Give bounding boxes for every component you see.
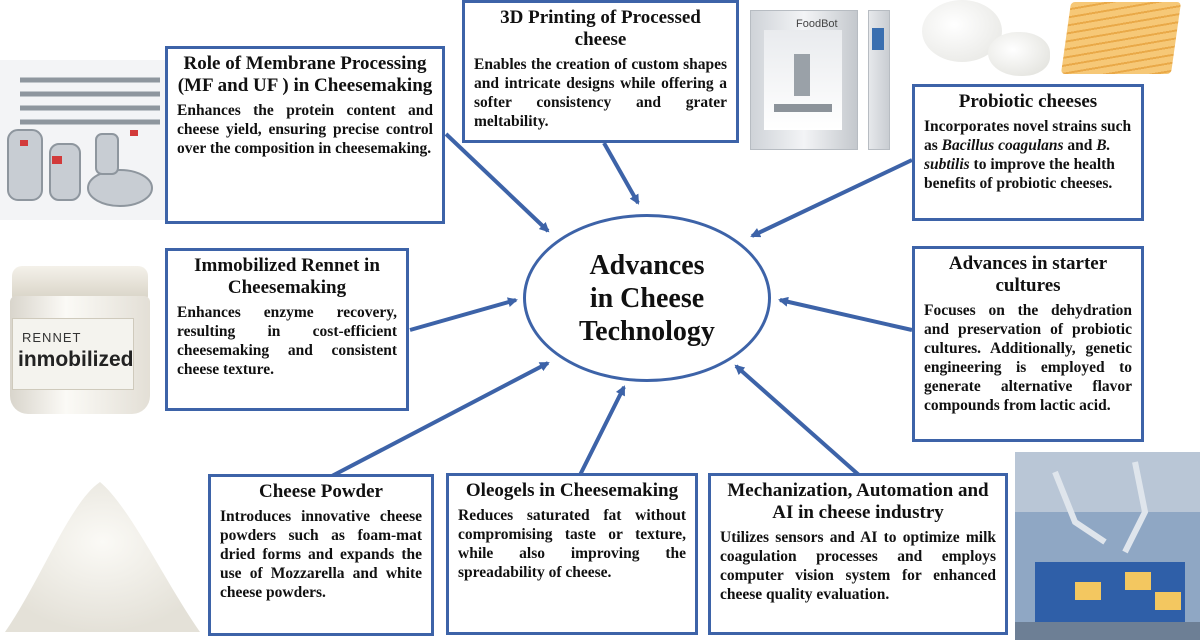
arrow-oleogels bbox=[578, 385, 626, 476]
central-topic-ellipse: Advances in Cheese Technology bbox=[523, 214, 771, 382]
arrow-printing bbox=[602, 142, 640, 205]
automation-line-image bbox=[1015, 452, 1200, 640]
box-rennet-body: Enhances enzyme recovery, resulting in c… bbox=[177, 304, 397, 378]
box-oleogels: Oleogels in Cheesemaking Reduces saturat… bbox=[446, 473, 698, 635]
hub-line-1: Advances bbox=[589, 249, 705, 281]
box-3d-printing: 3D Printing of Processed cheese Enables … bbox=[462, 0, 739, 143]
arrow-starter bbox=[778, 296, 913, 332]
box-automation-body: Utilizes sensors and AI to optimize milk… bbox=[720, 529, 996, 603]
box-membrane-body: Enhances the protein content and cheese … bbox=[177, 102, 433, 157]
jar-label-main: inmobilized bbox=[18, 348, 134, 371]
box-automation-title: Mechanization, Automation and AI in chee… bbox=[727, 480, 989, 523]
box-membrane-title: Role of Membrane Processing (MF and UF )… bbox=[177, 53, 433, 96]
arrow-automation bbox=[734, 364, 862, 478]
arrow-probiotic bbox=[750, 158, 913, 238]
box-automation-ai: Mechanization, Automation and AI in chee… bbox=[708, 473, 1008, 635]
box-rennet-title: Immobilized Rennet in Cheesemaking bbox=[194, 255, 380, 298]
box-immobilized-rennet: Immobilized Rennet in Cheesemaking Enhan… bbox=[165, 248, 409, 411]
probiotic-species-1: Bacillus coagulans bbox=[941, 137, 1064, 154]
box-oleogels-body: Reduces saturated fat without compromisi… bbox=[458, 507, 686, 581]
arrow-rennet bbox=[409, 297, 518, 332]
membrane-plant-image bbox=[0, 60, 165, 220]
box-printing-title: 3D Printing of Processed cheese bbox=[500, 7, 701, 50]
arrow-powder bbox=[329, 361, 550, 479]
cheese-powder-image bbox=[0, 462, 205, 637]
box-probiotic-body: Incorporates novel strains such as Bacil… bbox=[924, 117, 1132, 193]
probiotic-body-post: to improve the health benefits of probio… bbox=[924, 156, 1115, 192]
box-starter-title: Advances in starter cultures bbox=[948, 253, 1108, 296]
hub-line-3: Technology bbox=[579, 315, 715, 347]
printer-brand-label: FoodBot bbox=[796, 18, 838, 30]
box-cheese-powder: Cheese Powder Introduces innovative chee… bbox=[208, 474, 434, 636]
box-oleogels-title: Oleogels in Cheesemaking bbox=[465, 480, 679, 501]
box-starter-cultures: Advances in starter cultures Focuses on … bbox=[912, 246, 1144, 442]
jar-label-top: RENNET bbox=[22, 330, 82, 345]
box-starter-body: Focuses on the dehydration and preservat… bbox=[924, 302, 1132, 414]
arrow-membrane bbox=[444, 132, 550, 233]
box-powder-body: Introduces innovative cheese powders suc… bbox=[220, 508, 422, 601]
box-powder-title: Cheese Powder bbox=[259, 481, 383, 502]
3d-printer-image: FoodBot bbox=[738, 4, 898, 154]
box-membrane-processing: Role of Membrane Processing (MF and UF )… bbox=[165, 46, 445, 224]
probiotic-body-pre: Incorporates novel strains such as bbox=[924, 118, 1132, 154]
hub-line-2: in Cheese bbox=[589, 282, 705, 314]
probiotic-species-2: B. subtilis bbox=[924, 137, 1111, 173]
rennet-jar-image: RENNET inmobilized bbox=[4, 260, 156, 418]
probiotic-body-mid: and bbox=[1063, 137, 1097, 154]
box-printing-body: Enables the creation of custom shapes an… bbox=[474, 56, 727, 130]
cheese-image bbox=[918, 0, 1200, 85]
box-probiotic-title: Probiotic cheeses bbox=[958, 91, 1098, 112]
box-probiotic-cheeses: Probiotic cheeses Incorporates novel str… bbox=[912, 84, 1144, 221]
